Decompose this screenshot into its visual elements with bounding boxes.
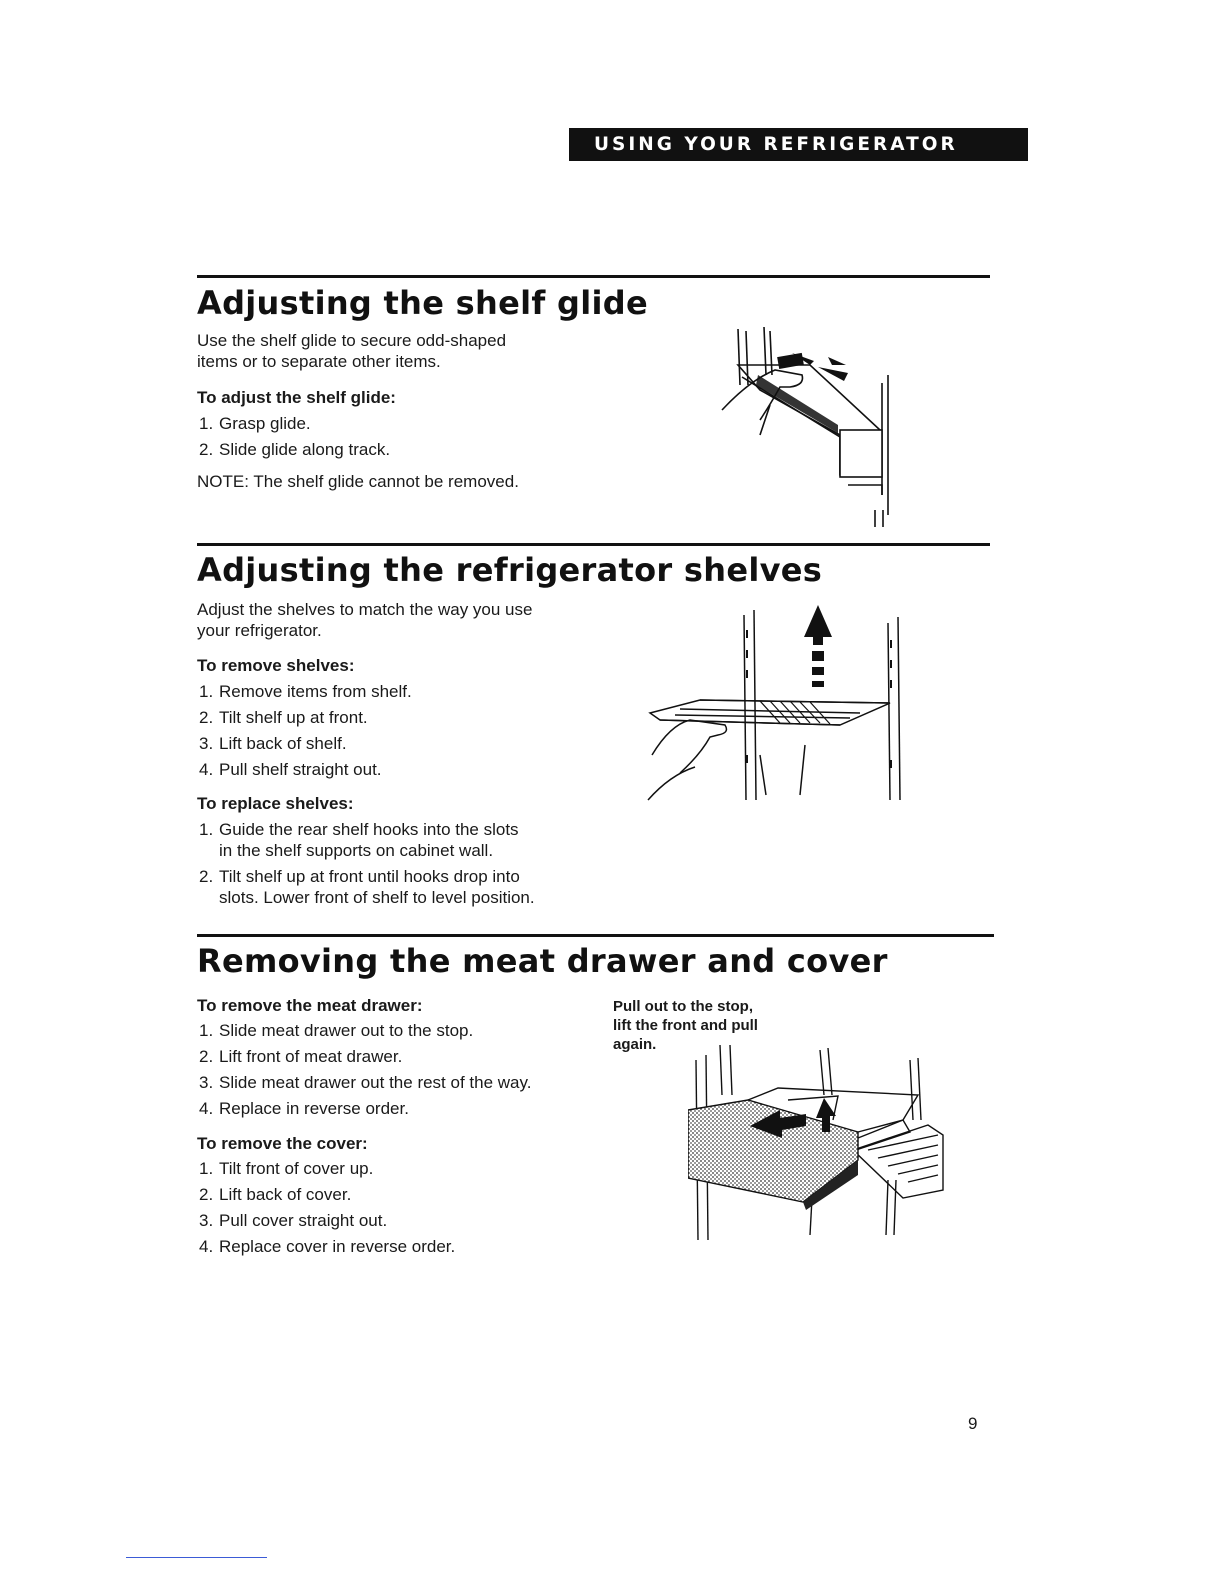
bottom-link-underline (126, 1557, 267, 1558)
step-number: 2. (199, 708, 214, 727)
shelves-intro: Adjust the shelves to match the way you … (197, 599, 532, 641)
remove-drawer-steps: 1. Slide meat drawer out to the stop. 2. L… (197, 1020, 531, 1124)
step-number: 1. (199, 682, 214, 701)
meat-drawer-title: Removing the meat drawer and cover (197, 942, 888, 980)
list-item: 1. Slide meat drawer out to the stop. (197, 1020, 531, 1041)
step-text: in the shelf supports on cabinet wall. (219, 841, 494, 860)
list-item: 1. Grasp glide. (197, 413, 390, 434)
list-item: 2. Slide glide along track. (197, 439, 390, 460)
replace-shelves-subhead: To replace shelves: (197, 794, 354, 813)
step-number: 1. (199, 820, 214, 839)
step-text: Tilt shelf up at front. (219, 708, 368, 727)
caption-line: lift the front and pull (613, 1017, 758, 1034)
step-number: 1. (199, 414, 214, 433)
step-text: Remove items from shelf. (219, 682, 412, 701)
caption-line: again. (613, 1036, 657, 1053)
intro-line: items or to separate other items. (197, 352, 441, 371)
list-item: 2. Lift front of meat drawer. (197, 1046, 531, 1067)
step-number: 2. (199, 1047, 214, 1066)
list-item: 2. Tilt shelf up at front. (197, 707, 412, 728)
section-rule (197, 275, 990, 278)
meat-drawer-illustration (688, 1044, 944, 1241)
step-text: Pull shelf straight out. (219, 760, 382, 779)
remove-shelves-subhead: To remove shelves: (197, 656, 355, 675)
intro-line: your refrigerator. (197, 621, 322, 640)
step-text: Pull cover straight out. (219, 1211, 388, 1230)
list-item: 3. Pull cover straight out. (197, 1210, 455, 1231)
list-item: 4. Replace in reverse order. (197, 1098, 531, 1119)
list-item: 4. Pull shelf straight out. (197, 759, 412, 780)
step-number: 2. (199, 440, 214, 459)
shelf-glide-steps: 1. Grasp glide. 2. Slide glide along track… (197, 413, 390, 465)
step-text: Lift back of cover. (219, 1185, 352, 1204)
caption-line: Pull out to the stop, (613, 998, 753, 1015)
step-text: Slide glide along track. (219, 440, 391, 459)
step-number: 3. (199, 1073, 214, 1092)
step-text: Grasp glide. (219, 414, 311, 433)
remove-cover-subhead: To remove the cover: (197, 1134, 368, 1153)
step-text: slots. Lower front of shelf to level pos… (219, 888, 535, 907)
shelves-title: Adjusting the refrigerator shelves (197, 551, 823, 589)
step-text: Tilt shelf up at front until hooks drop … (219, 867, 520, 886)
shelf-glide-note: NOTE: The shelf glide cannot be removed. (197, 472, 519, 491)
section-rule (197, 934, 994, 937)
step-number: 4. (199, 1099, 214, 1118)
step-number: 4. (199, 760, 214, 779)
step-text: Replace in reverse order. (219, 1099, 409, 1118)
list-item: 4. Replace cover in reverse order. (197, 1236, 455, 1257)
list-item: 3. Lift back of shelf. (197, 733, 412, 754)
step-number: 2. (199, 1185, 214, 1204)
remove-drawer-subhead: To remove the meat drawer: (197, 996, 423, 1015)
replace-shelves-steps: 1. Guide the rear shelf hooks into the sl… (197, 819, 535, 913)
intro-line: Use the shelf glide to secure odd-shaped (197, 331, 507, 350)
step-text: Slide meat drawer out the rest of the wa… (219, 1073, 532, 1092)
list-item: 2. Tilt shelf up at front until hooks dro… (197, 866, 535, 908)
list-item: 1. Remove items from shelf. (197, 681, 412, 702)
list-item: 1. Tilt front of cover up. (197, 1158, 455, 1179)
step-number: 3. (199, 1211, 214, 1230)
step-text: Tilt front of cover up. (219, 1159, 374, 1178)
step-number: 1. (199, 1021, 214, 1040)
step-text: Slide meat drawer out to the stop. (219, 1021, 474, 1040)
list-item: 3. Slide meat drawer out the rest of the … (197, 1072, 531, 1093)
drawer-figure-caption: Pull out to the stop, lift the front and… (613, 997, 813, 1054)
step-number: 3. (199, 734, 214, 753)
list-item: 2. Lift back of cover. (197, 1184, 455, 1205)
shelf-glide-intro: Use the shelf glide to secure odd-shaped… (197, 330, 506, 372)
step-text: Replace cover in reverse order. (219, 1237, 456, 1256)
remove-cover-steps: 1. Tilt front of cover up. 2. Lift back of… (197, 1158, 455, 1262)
step-number: 2. (199, 867, 214, 886)
section-rule (197, 543, 990, 546)
step-number: 1. (199, 1159, 214, 1178)
step-text: Lift front of meat drawer. (219, 1047, 403, 1066)
step-text: Guide the rear shelf hooks into the slot… (219, 820, 519, 839)
shelf-removal-illustration (647, 605, 901, 801)
intro-line: Adjust the shelves to match the way you … (197, 600, 533, 619)
step-text: Lift back of shelf. (219, 734, 347, 753)
step-number: 4. (199, 1237, 214, 1256)
section-banner: USING YOUR REFRIGERATOR (569, 128, 1028, 161)
shelf-glide-illustration (721, 326, 889, 527)
page-number: 9 (968, 1414, 978, 1433)
shelf-glide-title: Adjusting the shelf glide (197, 284, 648, 322)
shelf-glide-subhead: To adjust the shelf glide: (197, 388, 396, 407)
remove-shelves-steps: 1. Remove items from shelf. 2. Tilt shelf … (197, 681, 412, 785)
list-item: 1. Guide the rear shelf hooks into the sl… (197, 819, 535, 861)
